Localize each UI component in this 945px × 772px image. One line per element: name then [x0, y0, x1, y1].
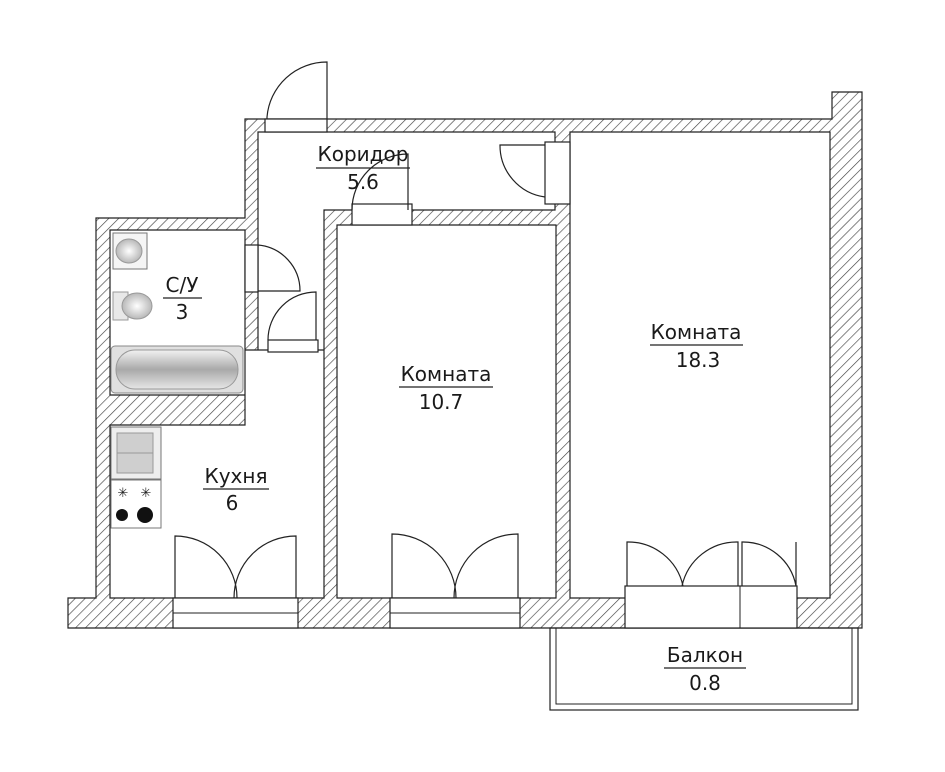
walls — [67, 91, 863, 629]
room-name: Комната — [651, 320, 742, 344]
room-name: Балкон — [667, 643, 743, 667]
room-area: 3 — [176, 300, 189, 324]
stove-icon: ✳ ✳ — [110, 479, 162, 529]
toilet-icon — [112, 291, 153, 321]
room-bathroom: С/У 3 — [166, 273, 199, 324]
room-area: 6 — [226, 491, 239, 515]
window-kitchen — [172, 535, 299, 629]
doorway-room-large — [544, 141, 571, 205]
svg-text:✳: ✳ — [141, 486, 152, 501]
room-corridor: Коридор 5.6 — [318, 142, 409, 194]
balcony-door-room-large — [624, 541, 798, 629]
door-kitchen[interactable] — [267, 291, 317, 341]
room-name: Коридор — [318, 142, 409, 166]
room-large: Комната 18.3 — [651, 320, 742, 372]
kitchen-sink-icon — [110, 426, 162, 480]
room-area: 18.3 — [676, 348, 721, 372]
room-area: 0.8 — [689, 671, 721, 695]
room-name: Комната — [401, 362, 492, 386]
door-bathroom[interactable] — [257, 244, 301, 292]
sink-icon — [112, 232, 148, 270]
window-room-small — [389, 533, 521, 629]
entrance-opening — [264, 118, 328, 133]
door-entrance[interactable] — [266, 61, 328, 119]
room-balcony: Балкон 0.8 — [667, 643, 743, 695]
room-small: Комната 10.7 — [401, 362, 492, 414]
room-name: С/У — [166, 273, 199, 297]
svg-text:✳: ✳ — [118, 486, 129, 501]
bathtub-icon — [110, 345, 244, 394]
balcony-outline — [549, 627, 859, 711]
door-room-large[interactable] — [499, 144, 546, 198]
doorway-kitchen — [267, 339, 319, 353]
doorway-room-small — [351, 203, 413, 226]
room-area: 5.6 — [347, 170, 379, 194]
room-name: Кухня — [205, 464, 268, 488]
room-kitchen: Кухня 6 — [205, 464, 268, 515]
doorway-bathroom — [244, 244, 259, 293]
room-area: 10.7 — [419, 390, 464, 414]
